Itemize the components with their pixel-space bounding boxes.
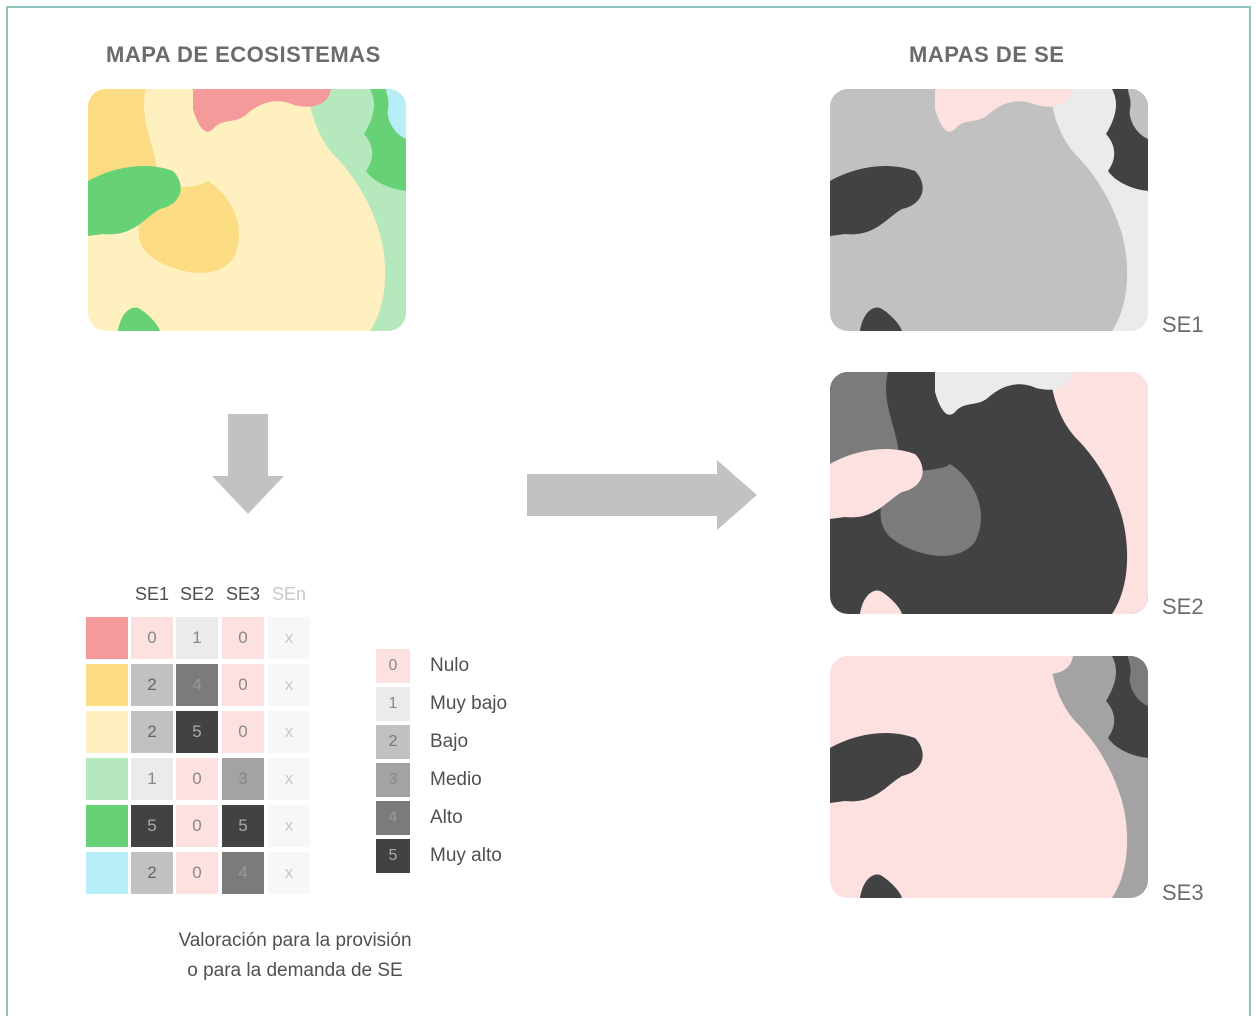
table-cell: x xyxy=(268,805,310,847)
ecosystem-swatch xyxy=(86,617,128,659)
right-arrow xyxy=(527,460,757,535)
table-cell: 0 xyxy=(176,758,218,800)
table-cell: x xyxy=(268,617,310,659)
table-cell: 0 xyxy=(131,617,173,659)
map-region xyxy=(935,656,1073,699)
se1-label: SE1 xyxy=(1162,312,1204,337)
legend-swatch: 0 xyxy=(376,649,410,683)
legend-label: Medio xyxy=(430,769,482,790)
table-caption: Valoración para la provisión o para la d… xyxy=(150,926,440,986)
legend-label: Muy alto xyxy=(430,845,502,866)
table-cell: 4 xyxy=(176,664,218,706)
down-arrow xyxy=(212,414,284,519)
map-region xyxy=(1128,89,1148,139)
legend-swatch: 3 xyxy=(376,763,410,797)
col-header-se1: SE1 xyxy=(134,584,170,604)
map-region xyxy=(118,307,160,331)
ecosystem-swatch xyxy=(86,852,128,894)
col-header-sen: SEn xyxy=(271,584,307,604)
table-cell: 2 xyxy=(131,711,173,753)
map-region xyxy=(830,89,1148,331)
se3-map xyxy=(830,656,1148,898)
map-region xyxy=(935,89,1073,132)
table-cell: 2 xyxy=(131,852,173,894)
map-region xyxy=(830,449,923,519)
caption-line-2: o para la demanda de SE xyxy=(187,960,403,981)
table-cell: 3 xyxy=(222,758,264,800)
table-cell: 0 xyxy=(222,617,264,659)
se2-label: SE2 xyxy=(1162,594,1204,619)
map-region xyxy=(830,733,923,803)
table-cell: 4 xyxy=(222,852,264,894)
legend-swatch: 5 xyxy=(376,839,410,873)
service-maps-title: MAPAS DE SE xyxy=(909,42,1065,67)
table-cell: 2 xyxy=(131,664,173,706)
ecosystem-swatch xyxy=(86,758,128,800)
map-region xyxy=(1128,372,1148,422)
table-cell: x xyxy=(268,711,310,753)
legend-swatch: 4 xyxy=(376,801,410,835)
table-cell: 5 xyxy=(131,805,173,847)
table-cell: 1 xyxy=(176,617,218,659)
table-cell: x xyxy=(268,758,310,800)
se2-map xyxy=(830,372,1148,614)
map-region xyxy=(88,89,406,331)
ecosystem-swatch xyxy=(86,711,128,753)
map-region xyxy=(88,166,181,236)
se3-label: SE3 xyxy=(1162,880,1204,905)
map-region xyxy=(193,89,331,132)
legend-label: Nulo xyxy=(430,655,470,676)
se1-map xyxy=(830,89,1148,331)
map-region xyxy=(830,656,1148,898)
table-cell: 5 xyxy=(222,805,264,847)
map-region xyxy=(860,874,902,898)
figure-frame xyxy=(6,6,1251,1016)
table-cell: x xyxy=(268,664,310,706)
map-region xyxy=(860,307,902,331)
map-region xyxy=(1128,656,1148,706)
table-cell: 1 xyxy=(131,758,173,800)
legend-label: Bajo xyxy=(430,731,469,752)
map-region xyxy=(830,372,1148,614)
caption-line-1: Valoración para la provisión xyxy=(178,930,412,951)
col-header-se2: SE2 xyxy=(179,584,215,604)
col-header-se3: SE3 xyxy=(225,584,261,604)
table-cell: 5 xyxy=(176,711,218,753)
table-cell: 0 xyxy=(176,805,218,847)
map-region xyxy=(860,590,902,614)
ecosystem-map xyxy=(88,89,406,331)
map-region xyxy=(830,166,923,236)
table-cell: x xyxy=(268,852,310,894)
legend-swatch: 2 xyxy=(376,725,410,759)
legend-swatch: 1 xyxy=(376,687,410,721)
table-cell: 0 xyxy=(222,711,264,753)
legend-label: Alto xyxy=(430,807,463,828)
ecosystem-swatch xyxy=(86,664,128,706)
map-region xyxy=(386,89,406,139)
table-cell: 0 xyxy=(176,852,218,894)
ecosystem-map-title: MAPA DE ECOSISTEMAS xyxy=(106,42,381,67)
legend-label: Muy bajo xyxy=(430,693,508,714)
map-region xyxy=(935,372,1073,415)
table-cell: 0 xyxy=(222,664,264,706)
ecosystem-swatch xyxy=(86,805,128,847)
